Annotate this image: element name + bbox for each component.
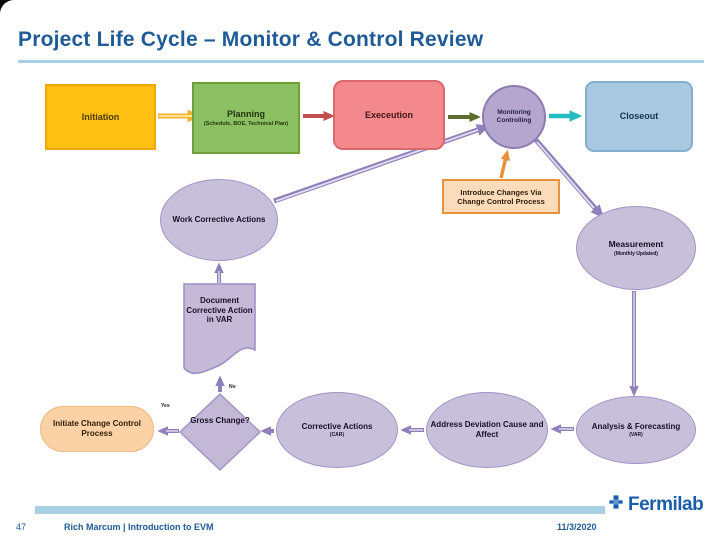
node-document-corrective-action: Document Corrective Action in VAR	[185, 296, 254, 325]
node-analysis-forecasting: Analysis & Forecasting (VAR)	[576, 396, 696, 464]
phase-closeout-label: Closeout	[619, 111, 659, 122]
document-shape	[183, 283, 256, 375]
title-underline	[18, 60, 704, 63]
measurement-label: Measurement	[608, 239, 664, 250]
node-measurement: Measurement (Monthly Updated)	[576, 206, 696, 290]
footer-rule	[35, 506, 605, 514]
analysis-forecasting-sublabel: (VAR)	[629, 432, 643, 439]
gross-change-label: Gross Change?	[190, 416, 250, 425]
phase-closeout: Closeout	[585, 81, 693, 152]
slide-title: Project Life Cycle – Monitor & Control R…	[18, 28, 484, 51]
corrective-actions-sublabel: (CAR)	[329, 432, 345, 439]
work-corrective-actions-label: Work Corrective Actions	[172, 215, 266, 225]
phase-initiation: Initiation	[45, 84, 156, 150]
measurement-sublabel: (Monthly Updated)	[614, 250, 658, 257]
arrow-introduce-to-monitoring	[499, 149, 510, 179]
node-introduce-changes: Introduce Changes Via Change Control Pro…	[442, 179, 560, 214]
phase-planning-label: Planning	[227, 108, 265, 119]
edge-label-no: No	[229, 384, 236, 390]
phase-execution: Execeution	[333, 80, 445, 150]
introduce-changes-label: Introduce Changes Via Change Control Pro…	[457, 187, 545, 206]
address-deviation-label: Address Deviation Cause and Affect	[430, 420, 544, 439]
node-gross-change: Gross Change?	[188, 416, 252, 426]
initiate-change-control-label: Initiate Change Control Process	[53, 419, 141, 438]
node-address-deviation: Address Deviation Cause and Affect	[426, 392, 548, 468]
footer-credit: Rich Marcum | Introduction to EVM	[64, 522, 214, 532]
fermilab-logo-icon	[606, 492, 626, 517]
footer-date: 11/3/2020	[557, 522, 597, 532]
edge-label-yes: Yes	[161, 403, 170, 409]
node-initiate-change-control: Initiate Change Control Process	[40, 406, 154, 452]
phase-initiation-label: Initiation	[81, 111, 120, 122]
gross-change-diamond	[178, 392, 262, 472]
fermilab-logo: Fermilab	[606, 492, 704, 517]
node-corrective-actions: Corrective Actions (CAR)	[276, 392, 398, 468]
phase-planning: Planning (Schedule, BOE, Technical Plan)	[192, 82, 300, 154]
node-work-corrective-actions: Work Corrective Actions	[160, 179, 278, 261]
arrow-monitoring-to-measurement-inner	[536, 141, 595, 209]
phase-planning-sublabel: (Schedule, BOE, Technical Plan)	[203, 120, 289, 127]
page-number: 47	[16, 522, 27, 532]
phase-monitoring-controlling: Monitoring Controlling	[482, 85, 546, 149]
phase-monitoring-label: Monitoring Controlling	[496, 109, 532, 124]
fermilab-logo-text: Fermilab	[628, 493, 704, 515]
analysis-forecasting-label: Analysis & Forecasting	[591, 421, 681, 431]
corrective-actions-label: Corrective Actions	[301, 421, 373, 431]
phase-execution-label: Execeution	[364, 109, 413, 120]
document-corrective-action-label: Document Corrective Action in VAR	[186, 296, 253, 325]
